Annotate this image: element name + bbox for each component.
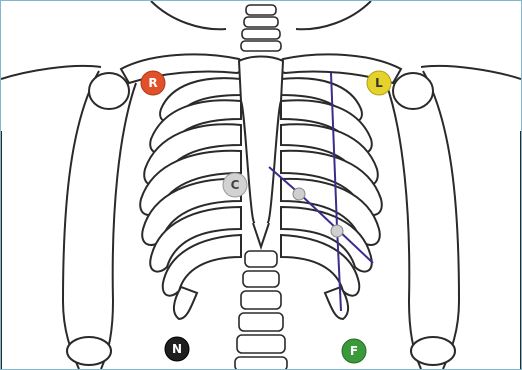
foot-electrode: F [342, 339, 366, 363]
neutral-electrode: N [165, 337, 189, 361]
cervical-spine [241, 5, 281, 51]
lumbar-spine [235, 251, 287, 369]
right-arm-electrode: R [141, 71, 165, 95]
chest-electrode: C [223, 173, 247, 197]
right-arm-outline [1, 66, 136, 369]
left-arm-outline [386, 66, 521, 369]
right-ribs [140, 78, 241, 319]
electrode-label-n: N [172, 342, 182, 356]
sternum [239, 57, 283, 248]
electrode-label-c: C [231, 178, 240, 192]
landmark-point [293, 188, 305, 200]
landmark-point [331, 225, 343, 237]
electrode-label-r: R [148, 76, 157, 90]
electrode-label-f: F [350, 344, 358, 358]
left-arm-electrode: L [367, 71, 391, 95]
electrode-label-l: L [375, 76, 383, 90]
